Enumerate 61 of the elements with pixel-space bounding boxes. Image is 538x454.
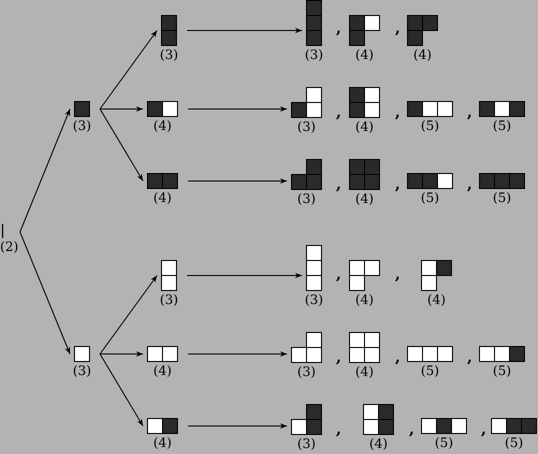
count-label: (5)	[420, 365, 440, 379]
arrow	[188, 351, 288, 357]
count-label: (3)	[72, 120, 92, 134]
comma-separator: ,	[409, 421, 414, 437]
count-label: (5)	[492, 120, 512, 134]
arrow	[188, 106, 288, 112]
count-label: (3)	[297, 366, 316, 380]
comma-separator: ,	[395, 266, 400, 282]
comma-separator: ,	[395, 176, 400, 192]
comma-separator: ,	[336, 20, 342, 36]
comma-separator: ,	[336, 104, 342, 120]
count-label: (4)	[355, 121, 374, 135]
count-label: (5)	[492, 365, 512, 379]
arrow	[188, 178, 288, 184]
comma-separator: ,	[395, 104, 400, 120]
arrow	[100, 106, 144, 112]
arrow	[100, 30, 158, 110]
count-label: (3)	[72, 365, 92, 379]
arrow	[20, 232, 70, 354]
count-label: (4)	[153, 365, 172, 379]
arrow	[100, 351, 144, 357]
count-label: (4)	[153, 192, 172, 206]
comma-separator: ,	[467, 104, 472, 120]
comma-separator: ,	[467, 176, 472, 192]
count-label: (3)	[297, 121, 316, 135]
count-label: (5)	[434, 437, 454, 451]
comma-separator: ,	[467, 349, 472, 365]
comma-separator: ,	[395, 20, 400, 36]
count-label: (4)	[369, 438, 388, 452]
comma-separator: ,	[481, 421, 486, 437]
count-label: (3)	[304, 49, 324, 63]
arrow	[186, 28, 302, 34]
arrow	[100, 275, 158, 354]
comma-separator: ,	[336, 421, 342, 437]
arrow	[100, 108, 144, 182]
count-label: (3)	[304, 294, 324, 308]
count-label: (4)	[355, 294, 374, 308]
count-label: (3)	[297, 438, 316, 452]
count-label: (5)	[504, 437, 524, 451]
comma-separator: ,	[395, 349, 400, 365]
arrow	[100, 354, 144, 426]
count-label: (3)	[160, 49, 178, 63]
count-label: (4)	[413, 49, 432, 63]
count-label: (5)	[420, 120, 440, 134]
comma-separator: ,	[336, 349, 342, 365]
count-label: (5)	[420, 192, 440, 206]
count-label: (4)	[355, 193, 374, 207]
arrow	[20, 108, 70, 232]
count-label: (4)	[153, 120, 172, 134]
count-label: (3)	[160, 294, 178, 308]
count-label: (4)	[427, 294, 446, 308]
count-label: (4)	[153, 437, 172, 451]
arrow	[188, 423, 288, 429]
count-label: (2)	[0, 241, 18, 255]
count-label: (3)	[297, 193, 316, 207]
arrow	[186, 272, 302, 278]
count-label: (5)	[492, 192, 512, 206]
comma-separator: ,	[336, 266, 342, 282]
count-label: (4)	[355, 49, 374, 63]
comma-separator: ,	[336, 176, 342, 192]
count-label: (4)	[355, 366, 374, 380]
